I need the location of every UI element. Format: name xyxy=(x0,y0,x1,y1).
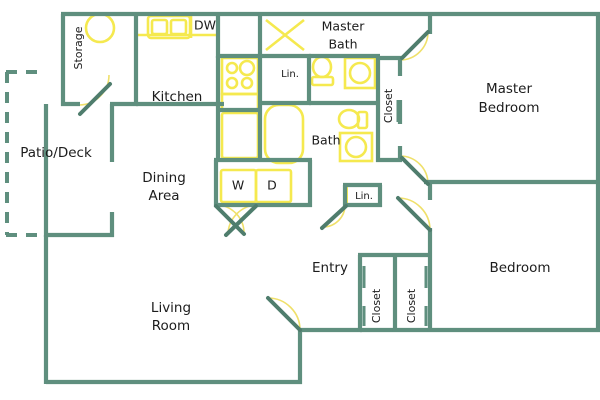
entry-door-leaf xyxy=(266,296,302,332)
label-entry: Entry xyxy=(312,260,348,276)
label-living-room-line1: Living xyxy=(151,300,191,316)
entry-door-arc xyxy=(267,297,301,331)
linen-door-leaf xyxy=(320,204,348,230)
dryer-unit xyxy=(254,168,293,204)
bedroom-door-arc xyxy=(397,197,431,231)
label-dining-area-line1: Dining xyxy=(142,170,186,186)
master-bedroom-door-leaf xyxy=(400,156,430,186)
label-kitchen: Kitchen xyxy=(152,89,203,105)
master-bath-door-leaf xyxy=(400,30,430,60)
label-living-room-line2: Room xyxy=(152,318,190,334)
label-master-bath-line2: Bath xyxy=(328,37,357,52)
label-master-closet: Closet xyxy=(382,88,395,123)
label-patio-deck: Patio/Deck xyxy=(20,145,92,161)
storage-door-leaf xyxy=(78,82,112,116)
bedroom-door-leaf xyxy=(396,196,432,232)
label-washer: W xyxy=(232,178,244,193)
closet-door-jambs xyxy=(362,100,428,326)
label-dishwasher: DW xyxy=(194,18,216,33)
label-linen-top: Lin. xyxy=(281,69,299,80)
bath-door-leaf xyxy=(224,204,258,237)
label-linen-bottom: Lin. xyxy=(355,191,373,202)
patio-dashed-outline xyxy=(5,70,48,237)
label-master-bedroom-line2: Bedroom xyxy=(478,100,539,116)
room-labels-group: Storage Kitchen DW Dining Area Patio/Dec… xyxy=(20,18,550,335)
label-master-bath-line1: Master xyxy=(322,19,366,34)
label-storage: Storage xyxy=(72,26,85,69)
walls-group xyxy=(43,11,600,385)
label-closet-right: Closet xyxy=(405,288,418,323)
label-dryer: D xyxy=(267,178,277,193)
master-bath-door-arc xyxy=(399,31,429,61)
label-closet-left: Closet xyxy=(370,288,383,323)
label-bath: Bath xyxy=(311,133,340,148)
label-master-bedroom-line1: Master xyxy=(486,81,533,97)
bath-vanity-sink xyxy=(338,131,374,163)
shower-stall-x xyxy=(265,18,305,52)
master-bedroom-door-arc xyxy=(399,155,429,185)
door-leaves-group xyxy=(78,30,432,332)
label-dining-area-line2: Area xyxy=(148,188,179,204)
dining-door-leaf xyxy=(214,204,246,236)
bath-toilet xyxy=(337,108,369,130)
label-bedroom: Bedroom xyxy=(489,260,550,276)
